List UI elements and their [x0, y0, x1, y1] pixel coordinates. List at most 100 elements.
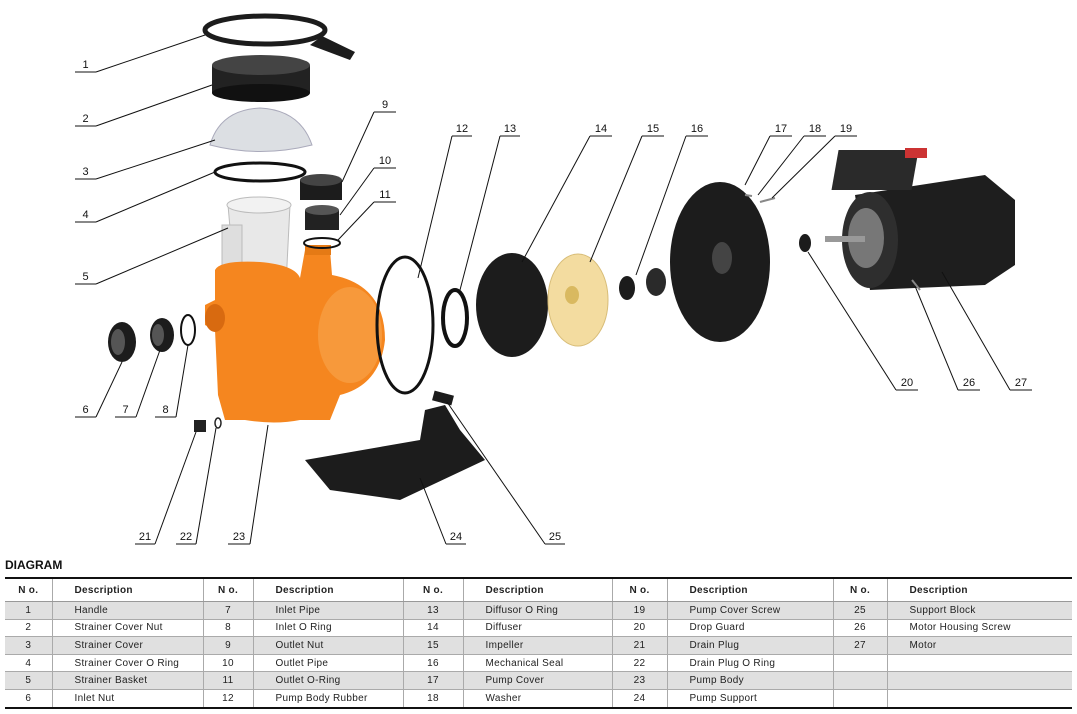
part-strainer-cover-o-ring [213, 161, 307, 183]
callout-15: 15 [589, 123, 664, 263]
callout-number: 27 [1015, 377, 1027, 389]
part-description: Inlet O Ring [252, 618, 403, 637]
callout-number: 5 [82, 271, 88, 283]
callout-12: 12 [417, 123, 472, 279]
part-number: 13 [402, 601, 463, 620]
part-mechanical-seal [619, 268, 666, 300]
callout-leader-line [195, 427, 217, 545]
callout-17: 17 [744, 123, 792, 186]
callout-leader-line [941, 271, 1011, 391]
callout-10: 10 [339, 155, 396, 216]
part-number: 17 [402, 671, 463, 690]
part-number: 9 [202, 636, 253, 655]
callout-leader-line [95, 361, 123, 418]
part-support-block [432, 390, 454, 406]
part-number: 11 [202, 671, 253, 690]
callout-27: 27 [941, 271, 1032, 391]
part-outlet-nut [300, 174, 342, 200]
callout-leader-line [914, 285, 959, 391]
part-description: Pump Cover Screw [666, 601, 833, 620]
callout-number: 13 [504, 123, 516, 135]
callout-leader-line [635, 135, 687, 276]
callout-leader-line [154, 431, 197, 545]
part-handle [202, 13, 355, 60]
callout-number: 8 [162, 404, 168, 416]
callout-14: 14 [521, 123, 612, 263]
part-description: Mechanical Seal [462, 653, 612, 672]
callout-5: 5 [75, 227, 229, 285]
callout-23: 23 [228, 424, 269, 545]
callout-number: 12 [456, 123, 468, 135]
part-number [832, 671, 887, 690]
callout-leader-line [419, 477, 447, 545]
callout-number: 17 [775, 123, 787, 135]
callout-number: 20 [901, 377, 913, 389]
callout-9: 9 [341, 99, 396, 183]
callout-leader-line [744, 135, 771, 186]
callout-leader-line [95, 139, 216, 180]
part-description: Pump Body [666, 671, 833, 690]
part-description: Pump Cover [462, 671, 612, 690]
header-number: N o. [402, 578, 463, 602]
part-drop-guard [799, 234, 811, 252]
part-number: 26 [832, 618, 887, 637]
part-number: 20 [611, 618, 667, 637]
part-pump-support [305, 405, 485, 500]
callout-leader-line [459, 135, 501, 291]
part-motor [825, 148, 1015, 290]
callout-number: 26 [963, 377, 975, 389]
part-pump-body [205, 245, 385, 423]
part-description: Strainer Cover O Ring [51, 653, 203, 672]
part-number: 15 [402, 636, 463, 655]
part-description [886, 688, 1072, 708]
callout-leader-line [771, 135, 836, 199]
part-pump-body-rubber [375, 255, 435, 395]
part-description: Diffusor O Ring [462, 601, 612, 620]
part-description: Inlet Pipe [252, 601, 403, 620]
callout-number: 10 [379, 155, 391, 167]
callout-24: 24 [419, 477, 466, 545]
part-number: 10 [202, 653, 253, 672]
part-number: 6 [5, 688, 52, 708]
callout-number: 19 [840, 123, 852, 135]
callout-4: 4 [75, 171, 216, 223]
callout-number: 23 [233, 531, 245, 543]
callout-number: 4 [82, 209, 88, 221]
part-description [886, 653, 1072, 672]
callout-6: 6 [75, 361, 123, 418]
part-description: Pump Support [666, 688, 833, 708]
part-number: 12 [202, 688, 253, 708]
callout-number: 6 [82, 404, 88, 416]
part-description: Drain Plug O Ring [666, 653, 833, 672]
callout-number: 15 [647, 123, 659, 135]
callout-leader-line [521, 135, 591, 263]
part-number: 7 [202, 601, 253, 620]
part-description: Washer [462, 688, 612, 708]
part-description: Handle [51, 601, 203, 620]
header-description: Description [252, 578, 403, 602]
part-number: 2 [5, 618, 52, 637]
callout-leader-line [337, 201, 375, 241]
part-motor-housing-screw [911, 279, 921, 291]
part-number: 22 [611, 653, 667, 672]
part-pump-cover [670, 182, 770, 342]
part-description: Strainer Cover [51, 636, 203, 655]
part-description: Strainer Basket [51, 671, 203, 690]
part-number: 27 [832, 636, 887, 655]
callout-20: 20 [807, 251, 918, 391]
part-description: Drain Plug [666, 636, 833, 655]
callout-number: 18 [809, 123, 821, 135]
callout-leader-line [175, 344, 189, 418]
part-number: 24 [611, 688, 667, 708]
callout-leader-line [95, 34, 206, 73]
callout-leader-line [135, 349, 161, 418]
callout-number: 21 [139, 531, 151, 543]
part-description: Pump Body Rubber [252, 688, 403, 708]
part-description: Outlet Nut [252, 636, 403, 655]
part-number: 14 [402, 618, 463, 637]
